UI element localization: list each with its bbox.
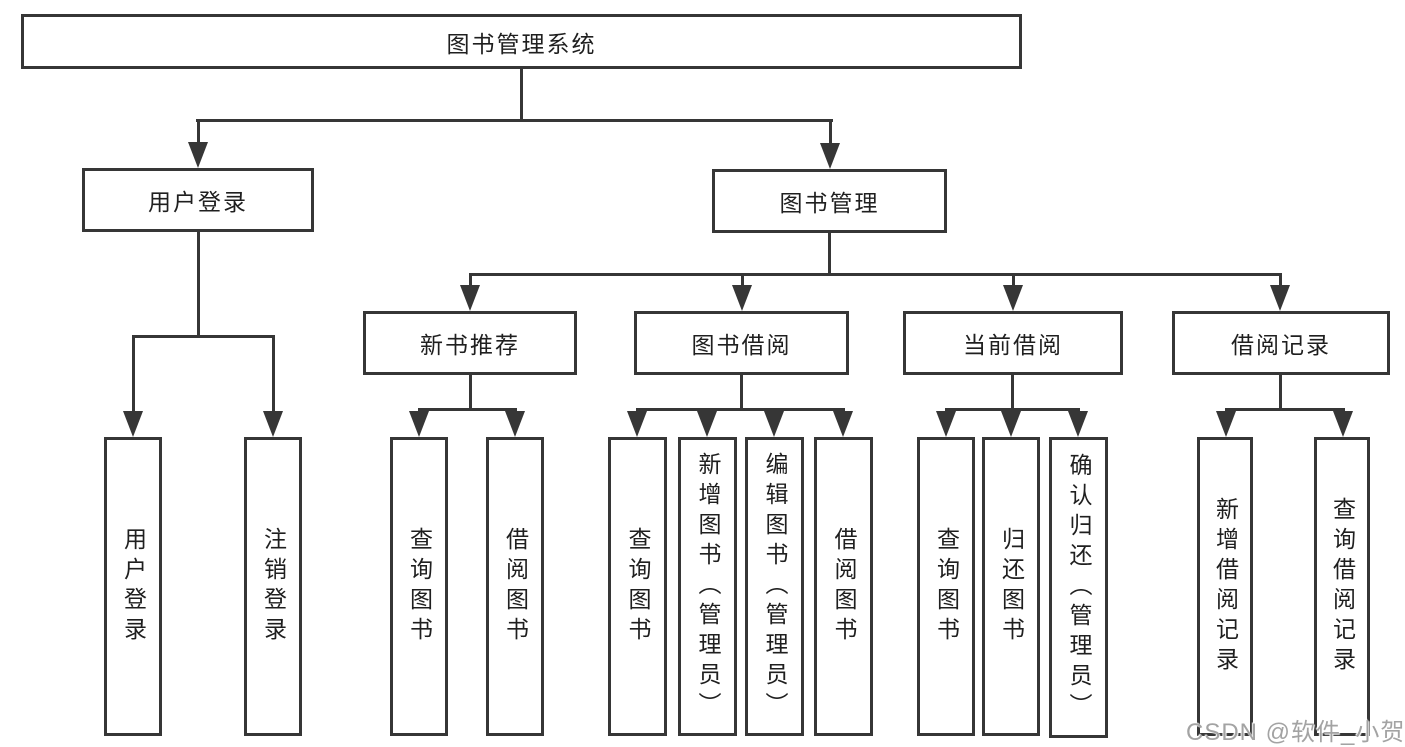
arrowhead-icon (1216, 411, 1236, 437)
leaf-query-books-borrow-label: 查询图书 (625, 526, 651, 647)
connector-line (1225, 408, 1344, 411)
node-borrow-record-label: 借阅记录 (1231, 332, 1331, 358)
arrowhead-icon (1003, 285, 1023, 311)
node-library-management-system: 图书管理系统 (21, 14, 1022, 69)
arrowhead-icon (1001, 411, 1021, 437)
arrowhead-icon (697, 411, 717, 437)
node-current-borrow-label: 当前借阅 (963, 332, 1063, 358)
leaf-add-borrow-record: 新增借阅记录 (1197, 437, 1253, 736)
node-user-login-label: 用户登录 (148, 189, 248, 215)
leaf-query-books-recommend: 查询图书 (390, 437, 448, 736)
connector-line (196, 119, 833, 122)
connector-line (740, 375, 743, 408)
connector-line (1279, 375, 1282, 408)
connector-line (469, 273, 472, 289)
leaf-confirm-return-admin: 确认归还（管理员） (1049, 437, 1108, 738)
leaf-edit-books-admin: 编辑图书（管理员） (745, 437, 804, 736)
arrowhead-icon (460, 285, 480, 311)
arrowhead-icon (936, 411, 956, 437)
connector-line (469, 375, 472, 408)
connector-line (272, 335, 275, 415)
leaf-edit-books-admin-label: 编辑图书（管理员） (762, 451, 788, 722)
connector-line (1012, 273, 1015, 289)
leaf-user-login: 用户登录 (104, 437, 162, 736)
arrowhead-icon (627, 411, 647, 437)
leaf-borrow-books-label: 借阅图书 (831, 526, 857, 647)
arrowhead-icon (409, 411, 429, 437)
connector-line (197, 119, 200, 147)
arrowhead-icon (732, 285, 752, 311)
csdn-watermark: CSDN @软件_小贺同学 (1186, 719, 1405, 746)
node-new-book-recommend-label: 新书推荐 (420, 332, 520, 358)
leaf-query-books-recommend-label: 查询图书 (406, 526, 433, 647)
node-book-management: 图书管理 (712, 169, 947, 233)
leaf-query-books-current-label: 查询图书 (933, 526, 960, 647)
leaf-add-books-admin-label: 新增图书（管理员） (695, 451, 721, 722)
node-book-borrow-label: 图书借阅 (691, 332, 792, 358)
connector-line (1279, 273, 1282, 289)
arrowhead-icon (263, 411, 283, 437)
node-new-book-recommend: 新书推荐 (363, 311, 577, 375)
arrowhead-icon (1270, 285, 1290, 311)
connector-line (829, 119, 832, 147)
arrowhead-icon (764, 411, 784, 437)
leaf-confirm-return-admin-label: 确认归还（管理员） (1066, 452, 1092, 723)
node-current-borrow: 当前借阅 (903, 311, 1123, 375)
node-book-management-label: 图书管理 (779, 190, 880, 216)
connector-line (741, 273, 744, 289)
node-root-label: 图书管理系统 (446, 30, 597, 57)
connector-line (469, 273, 1282, 276)
leaf-query-books-current: 查询图书 (917, 437, 975, 736)
node-borrow-record: 借阅记录 (1172, 311, 1390, 375)
leaf-return-books: 归还图书 (982, 437, 1040, 736)
leaf-borrow-books-recommend: 借阅图书 (486, 437, 544, 736)
leaf-query-borrow-record-label: 查询借阅记录 (1329, 496, 1356, 677)
leaf-borrow-books: 借阅图书 (814, 437, 873, 736)
leaf-query-borrow-record: 查询借阅记录 (1314, 437, 1370, 736)
leaf-return-books-label: 归还图书 (998, 526, 1025, 647)
leaf-logout-label: 注销登录 (260, 526, 287, 647)
arrowhead-icon (505, 411, 525, 437)
arrowhead-icon (833, 411, 853, 437)
connector-line (1011, 375, 1014, 408)
arrowhead-icon (1068, 411, 1088, 437)
arrowhead-icon (123, 411, 143, 437)
arrowhead-icon (188, 142, 208, 168)
connector-line (418, 408, 517, 411)
leaf-add-borrow-record-label: 新增借阅记录 (1212, 496, 1239, 677)
leaf-query-books-borrow: 查询图书 (608, 437, 667, 736)
connector-line (132, 335, 275, 338)
leaf-logout: 注销登录 (244, 437, 302, 736)
connector-line (636, 408, 844, 411)
node-book-borrow: 图书借阅 (634, 311, 849, 375)
connector-line (828, 233, 831, 273)
connector-line (197, 232, 200, 335)
node-user-login: 用户登录 (82, 168, 314, 232)
arrowhead-icon (820, 143, 840, 169)
connector-line (520, 69, 523, 119)
connector-line (132, 335, 135, 415)
leaf-add-books-admin: 新增图书（管理员） (678, 437, 737, 736)
leaf-borrow-books-recommend-label: 借阅图书 (502, 526, 529, 647)
arrowhead-icon (1333, 411, 1353, 437)
leaf-user-login-label: 用户登录 (120, 526, 147, 647)
